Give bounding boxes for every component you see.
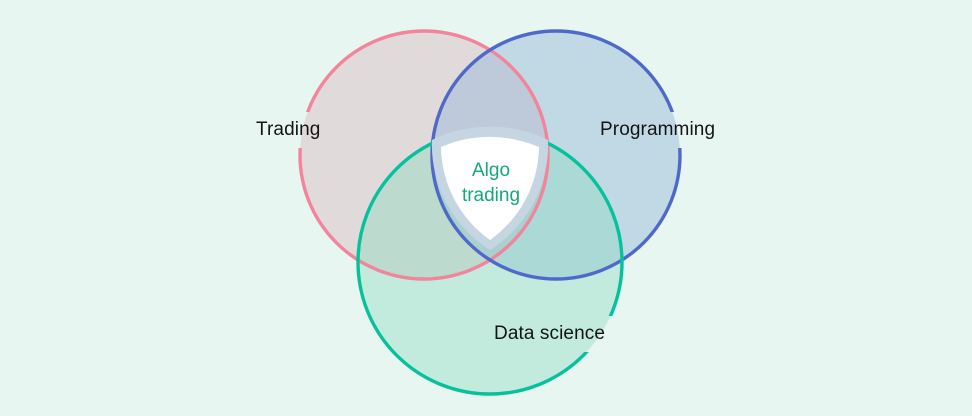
intersection-shield-body[interactable]: [441, 136, 539, 240]
venn-circle-fills: [300, 31, 680, 394]
circle-stroke-programming[interactable]: [430, 29, 682, 281]
circle-fill-data-science: [358, 130, 622, 394]
intersection-label-algo-trading[interactable]: Algo trading: [461, 160, 521, 207]
set-label-trading[interactable]: Trading: [256, 119, 321, 140]
circle-stroke-trading[interactable]: [298, 29, 550, 281]
set-label-programming[interactable]: Programming: [600, 119, 716, 140]
set-label-data-science[interactable]: Data science: [494, 323, 606, 344]
